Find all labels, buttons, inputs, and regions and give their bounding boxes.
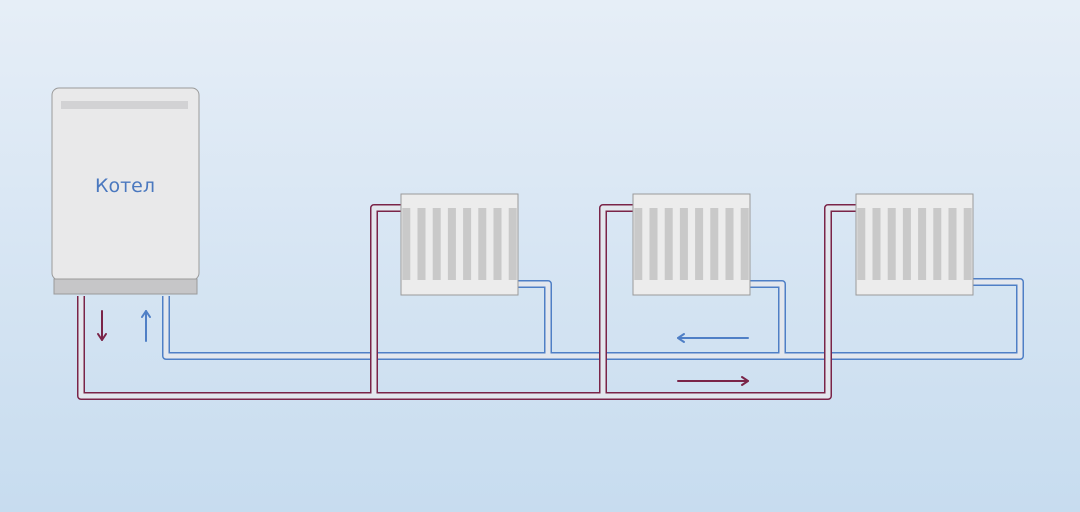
radiator-section [493, 208, 502, 280]
radiator-section [725, 208, 734, 280]
radiator-section [740, 208, 749, 280]
radiator-section [508, 208, 517, 280]
radiator-section [933, 208, 942, 280]
radiator-section [872, 208, 881, 280]
radiators [400, 193, 974, 296]
radiator-section [948, 208, 957, 280]
radiator-section [432, 208, 441, 280]
boiler-supply-arrow [97, 310, 107, 341]
radiator-section [963, 208, 972, 280]
radiator-section [902, 208, 911, 280]
flow-arrows [97, 310, 749, 386]
radiator-section [918, 208, 927, 280]
supply-pipes [77, 204, 856, 400]
radiator-section [634, 208, 643, 280]
boiler-label: Котел [95, 175, 155, 197]
radiator-section [695, 208, 704, 280]
radiator-section [679, 208, 688, 280]
return-flow-arrow [677, 333, 749, 343]
radiator-section [887, 208, 896, 280]
boiler-top-strip [61, 101, 188, 109]
return-pipes [162, 278, 1024, 360]
radiator-section [417, 208, 426, 280]
radiator-section [478, 208, 487, 280]
radiator-section [710, 208, 719, 280]
boiler-base [53, 278, 198, 295]
radiator-section [402, 208, 411, 280]
radiator-section [649, 208, 658, 280]
radiator-section [447, 208, 456, 280]
radiator-section [463, 208, 472, 280]
supply-flow-arrow [677, 376, 749, 386]
radiator-section [857, 208, 866, 280]
radiator-3 [855, 193, 974, 296]
radiator-2 [632, 193, 751, 296]
boiler-return-arrow [141, 310, 151, 342]
radiator-1 [400, 193, 519, 296]
radiator-section [664, 208, 673, 280]
boiler: Котел [51, 87, 200, 295]
